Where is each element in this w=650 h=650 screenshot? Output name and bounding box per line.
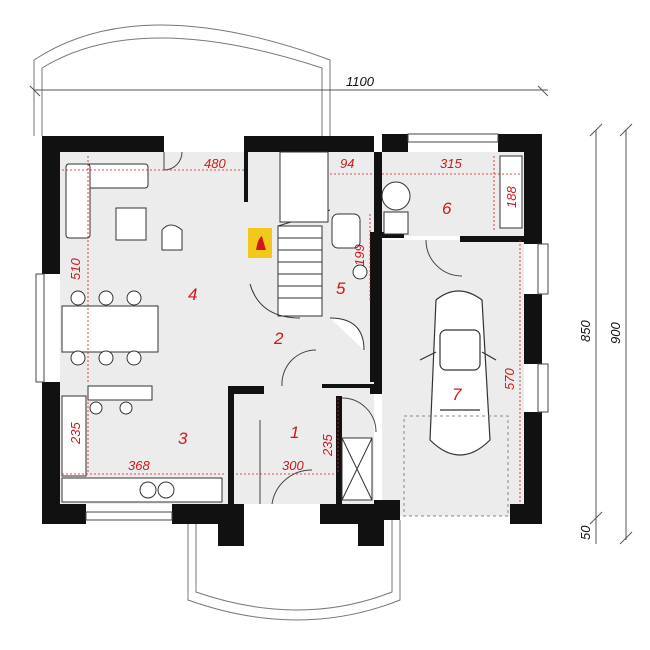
stair-gap-label: 94 xyxy=(340,156,354,171)
dining-table-icon xyxy=(61,290,159,366)
hall-width-label: 300 xyxy=(282,458,304,473)
room-number-hall: 1 xyxy=(290,423,299,442)
staircase xyxy=(249,151,331,319)
room-number-corridor: 2 xyxy=(273,329,284,348)
doors xyxy=(163,151,463,505)
windows xyxy=(35,133,549,521)
bathroom-fixtures xyxy=(329,213,368,351)
shower xyxy=(341,437,373,501)
car-icon xyxy=(419,290,497,456)
bath-depth-label: 199 xyxy=(352,244,367,266)
interior-dimension-lines xyxy=(62,156,522,504)
fireplace-icon xyxy=(248,228,272,258)
boiler-fixtures xyxy=(381,155,523,235)
room-number-bathroom: 5 xyxy=(336,279,346,298)
kitchen-width-label: 368 xyxy=(128,458,150,473)
overall-depth-label: 850 xyxy=(578,320,593,342)
bottom-offset-label: 50 xyxy=(578,525,593,540)
kitchen-fixtures xyxy=(61,385,223,503)
kitchen-depth-label: 235 xyxy=(68,422,83,445)
top-terrace xyxy=(33,24,331,136)
room6-width-label: 315 xyxy=(440,156,462,171)
bottom-terrace xyxy=(187,520,401,621)
dimension-lines xyxy=(29,85,633,545)
living-depth-label: 510 xyxy=(68,258,83,280)
living-width-label: 480 xyxy=(204,156,226,171)
room6-depth-label: 188 xyxy=(504,186,519,208)
walls xyxy=(42,134,542,546)
room-number-boiler: 6 xyxy=(442,199,452,218)
overall-width-label: 1100 xyxy=(346,74,375,89)
room-number-garage: 7 xyxy=(452,385,462,404)
total-depth-label: 900 xyxy=(608,322,623,344)
room-number-living: 4 xyxy=(188,285,197,304)
hall-depth-label: 235 xyxy=(320,434,335,457)
room-number-kitchen: 3 xyxy=(178,429,188,448)
garage-depth-label: 570 xyxy=(502,368,517,390)
